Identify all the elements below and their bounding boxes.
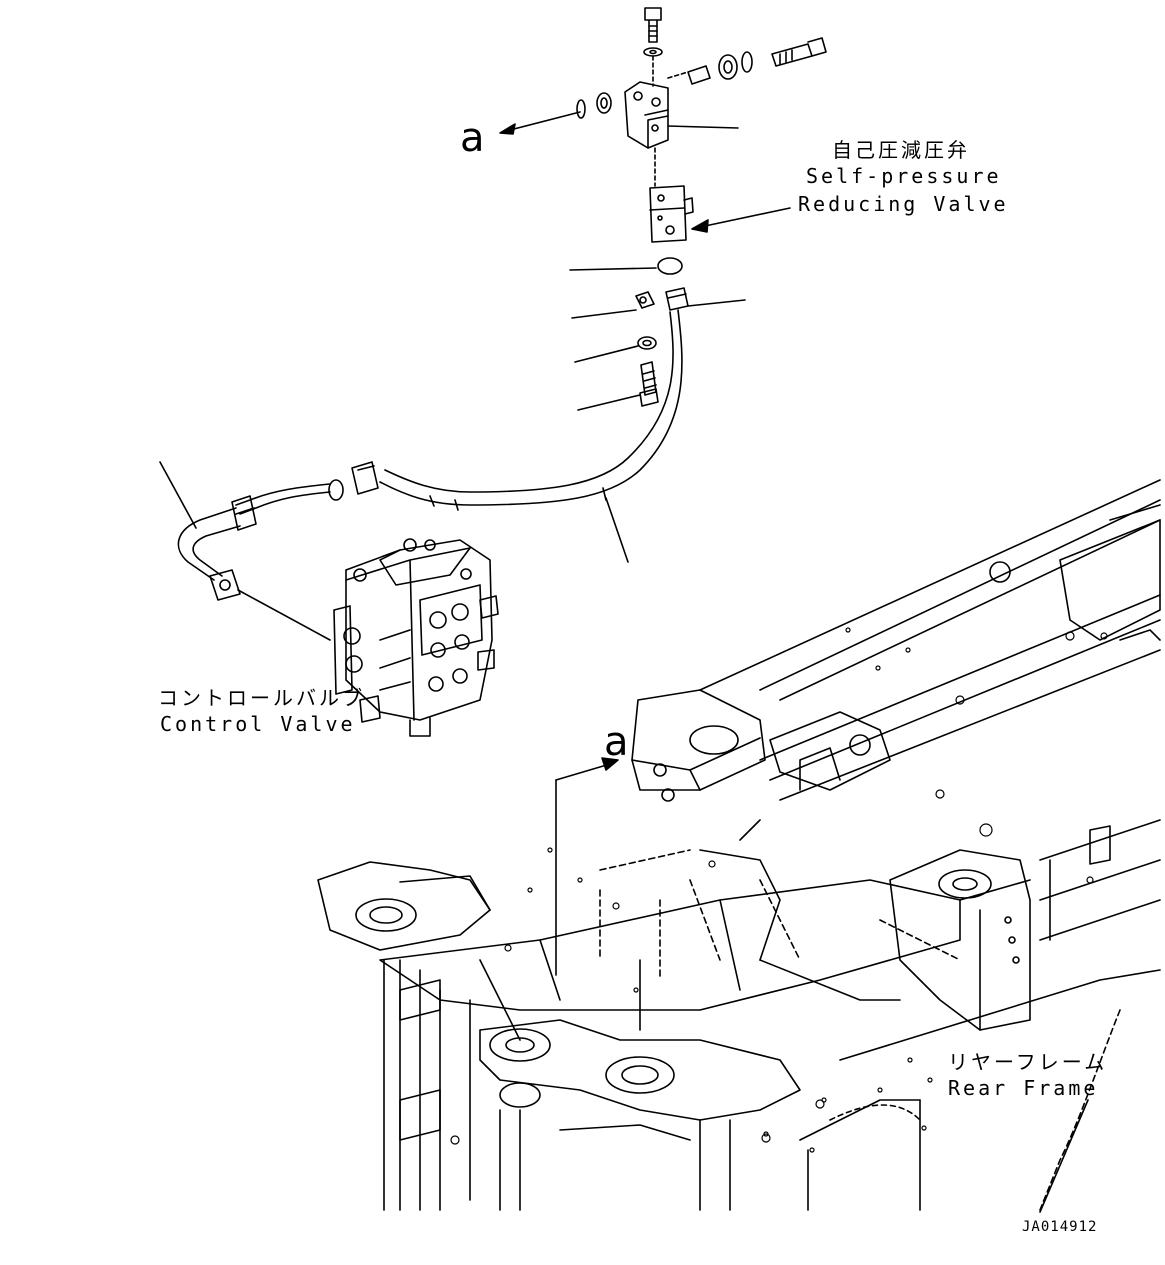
self-pressure-en-label-line1: Self-pressure	[806, 164, 1002, 188]
hose-assembly	[329, 288, 745, 562]
control-valve-en-label: Control Valve	[160, 712, 356, 736]
reducing-valve	[570, 148, 790, 274]
rear-frame-en-label: Rear Frame	[948, 1076, 1099, 1100]
view-marker-bottom: a	[604, 719, 629, 765]
rear-frame-jp-label: リヤーフレーム	[948, 1050, 1108, 1074]
self-pressure-en-label-line2: Reducing Valve	[798, 192, 1009, 216]
view-marker-top: a	[460, 115, 485, 161]
drawing-code: JA014912	[1022, 1219, 1098, 1235]
self-pressure-jp-label: 自己圧減圧弁	[832, 138, 970, 162]
control-valve-body	[334, 539, 498, 736]
pipe-assembly	[160, 462, 330, 640]
rear-frame	[318, 480, 1160, 1212]
bracket-assembly	[500, 8, 826, 148]
control-valve-jp-label: コントロールバルブ	[158, 686, 365, 710]
